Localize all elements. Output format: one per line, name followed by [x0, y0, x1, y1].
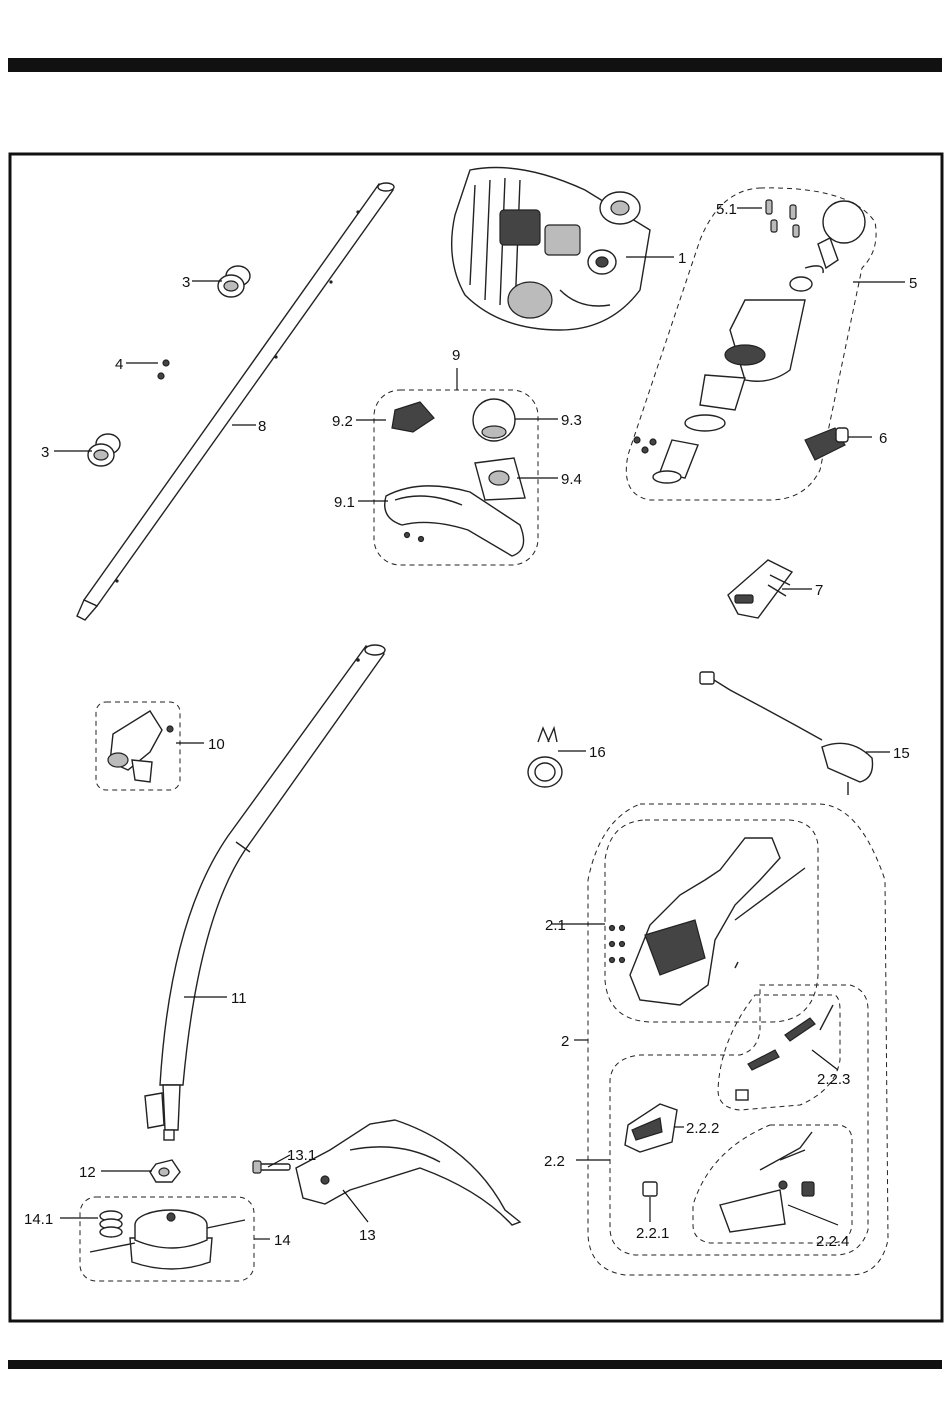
part-label-15: 15 — [893, 745, 910, 762]
top-rule — [8, 58, 942, 72]
part-label-2: 2 — [561, 1033, 569, 1050]
part-label-9-4: 9.4 — [561, 471, 582, 488]
part-label-12: 12 — [79, 1164, 96, 1181]
part-label-1: 1 — [678, 250, 686, 267]
part-10-adapter-drawing — [108, 711, 173, 782]
part-5-1-screws-drawing — [766, 200, 799, 237]
part-2-2-4-board-drawing — [720, 1132, 814, 1232]
part-label-2-2-4: 2.2.4 — [816, 1233, 849, 1250]
part-label-16: 16 — [589, 744, 606, 761]
part-label-13: 13 — [359, 1227, 376, 1244]
part-3-bushing-lower-drawing — [88, 434, 120, 466]
part-label-9-3: 9.3 — [561, 412, 582, 429]
part-label-10: 10 — [208, 736, 225, 753]
part-label-5-1: 5.1 — [716, 201, 737, 218]
part-1-engine-drawing — [452, 168, 650, 331]
part-4-nut-drawing — [158, 360, 169, 379]
part-label-2-2-3: 2.2.3 — [817, 1071, 850, 1088]
part-label-2-2: 2.2 — [544, 1153, 565, 1170]
part-label-8: 8 — [258, 418, 266, 435]
part-label-9-2: 9.2 — [332, 413, 353, 430]
part-label-14: 14 — [274, 1232, 291, 1249]
part-2-1-handle-housing-drawing — [610, 838, 806, 1005]
part-3-bushing-upper-drawing — [218, 266, 250, 297]
part-label-2-2-1: 2.2.1 — [636, 1225, 669, 1242]
part-label-6: 6 — [879, 430, 887, 447]
part-15-charger-drawing — [700, 672, 873, 795]
part-label-11: 11 — [231, 990, 247, 1007]
part-label-9: 9 — [452, 347, 460, 364]
part-11-curved-shaft-drawing — [145, 645, 385, 1140]
part-2-2-1-switch-drawing — [643, 1182, 657, 1196]
part-8-shaft-drawing — [77, 183, 394, 620]
part-label-5: 5 — [909, 275, 917, 292]
part-label-4: 4 — [115, 356, 123, 373]
part-label-14-1: 14.1 — [24, 1211, 53, 1228]
part-13-1-bolt-drawing — [253, 1161, 290, 1173]
part-13-guard-drawing — [296, 1120, 520, 1225]
part-label-3-lower: 3 — [41, 444, 49, 461]
part-label-2-1: 2.1 — [545, 917, 566, 934]
bottom-rule — [8, 1360, 942, 1369]
part-9-handle-drawing — [385, 399, 525, 556]
part-6-switch-drawing — [805, 428, 848, 460]
part-label-2-2-2: 2.2.2 — [686, 1120, 719, 1137]
part-label-7: 7 — [815, 582, 823, 599]
part-14-1-spring-drawing — [100, 1211, 122, 1237]
part-12-nut-drawing — [150, 1160, 180, 1182]
part-label-9-1: 9.1 — [334, 494, 355, 511]
part-2-2-2-trigger-drawing — [625, 1104, 677, 1152]
part-label-3-upper: 3 — [182, 274, 190, 291]
part-label-13-1: 13.1 — [287, 1147, 316, 1164]
part-16-clip-drawing — [528, 728, 562, 787]
